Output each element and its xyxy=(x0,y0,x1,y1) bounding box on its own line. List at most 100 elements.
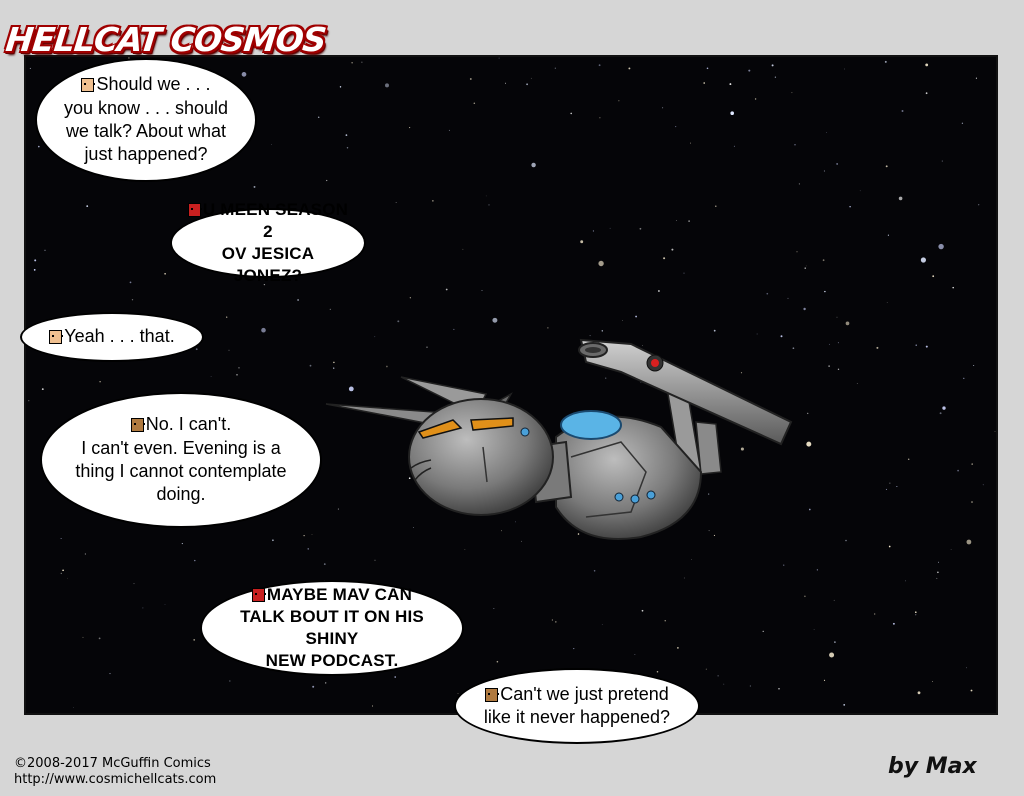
star xyxy=(796,251,798,253)
star xyxy=(749,685,752,687)
star xyxy=(635,315,638,318)
star xyxy=(66,577,68,579)
star xyxy=(628,67,631,70)
star xyxy=(41,388,44,391)
star xyxy=(884,60,887,63)
star xyxy=(885,165,888,168)
star xyxy=(729,83,732,86)
star xyxy=(889,482,891,484)
star xyxy=(806,441,812,447)
star xyxy=(713,329,716,332)
star xyxy=(432,200,434,202)
star xyxy=(898,196,903,201)
star xyxy=(193,639,196,641)
star xyxy=(351,62,353,64)
star xyxy=(901,110,904,112)
star xyxy=(598,260,604,267)
star xyxy=(530,77,532,79)
star xyxy=(766,292,769,295)
star xyxy=(663,257,666,260)
speech-bubble-6: Can't we just pretend like it never happ… xyxy=(454,668,700,744)
star xyxy=(492,317,498,323)
star xyxy=(664,620,666,622)
star xyxy=(925,345,928,348)
star xyxy=(803,307,806,311)
star xyxy=(326,179,328,182)
star xyxy=(194,559,196,562)
star xyxy=(339,86,342,88)
star xyxy=(783,564,785,566)
star xyxy=(554,621,557,623)
site-url[interactable]: http://www.cosmichellcats.com xyxy=(14,772,217,788)
star xyxy=(464,549,466,550)
star xyxy=(771,64,774,67)
star xyxy=(778,687,780,690)
star xyxy=(317,116,320,119)
star xyxy=(816,569,819,571)
star xyxy=(241,72,247,77)
star xyxy=(609,227,611,229)
star xyxy=(971,501,973,503)
star xyxy=(412,526,414,528)
star xyxy=(966,539,972,545)
star xyxy=(531,162,536,168)
star xyxy=(920,257,926,263)
star xyxy=(577,533,580,535)
star xyxy=(29,67,31,69)
star xyxy=(333,361,335,364)
star xyxy=(501,530,502,532)
star xyxy=(845,321,850,326)
star xyxy=(395,202,397,203)
star xyxy=(833,599,835,601)
star xyxy=(975,77,977,79)
star xyxy=(195,348,198,351)
star xyxy=(791,92,793,94)
red-cat-face-icon xyxy=(251,587,266,602)
star xyxy=(804,267,806,269)
star xyxy=(683,272,685,274)
star xyxy=(228,349,230,351)
star xyxy=(329,308,331,310)
star xyxy=(570,112,573,115)
star xyxy=(888,545,891,548)
star xyxy=(756,333,758,335)
star xyxy=(683,577,685,579)
star xyxy=(706,67,709,70)
star xyxy=(374,336,376,338)
star xyxy=(907,458,910,461)
star xyxy=(828,343,830,345)
star xyxy=(931,680,934,683)
star xyxy=(973,365,975,367)
star xyxy=(38,145,40,148)
star xyxy=(896,486,898,487)
star xyxy=(708,530,710,532)
star xyxy=(263,283,266,286)
star xyxy=(662,107,664,109)
star xyxy=(60,537,62,539)
star xyxy=(325,682,327,684)
star xyxy=(309,364,312,367)
star xyxy=(73,707,74,708)
star xyxy=(915,344,917,346)
star xyxy=(824,290,826,293)
speech-bubble-3: Yeah . . . that. xyxy=(20,312,204,362)
star xyxy=(408,477,411,480)
star xyxy=(798,183,800,185)
star xyxy=(822,259,825,262)
star xyxy=(394,676,397,678)
star xyxy=(961,122,964,124)
star xyxy=(892,622,895,625)
star xyxy=(887,234,889,236)
star xyxy=(723,683,725,685)
star xyxy=(505,82,506,84)
star xyxy=(554,67,556,69)
star xyxy=(942,406,946,410)
star xyxy=(939,412,942,415)
star xyxy=(271,144,272,145)
speech-bubble-1: Should we . . . you know . . . should we… xyxy=(35,58,257,182)
star xyxy=(971,463,973,465)
star xyxy=(312,685,315,688)
star xyxy=(876,346,879,349)
star xyxy=(164,273,166,275)
star xyxy=(229,680,231,682)
